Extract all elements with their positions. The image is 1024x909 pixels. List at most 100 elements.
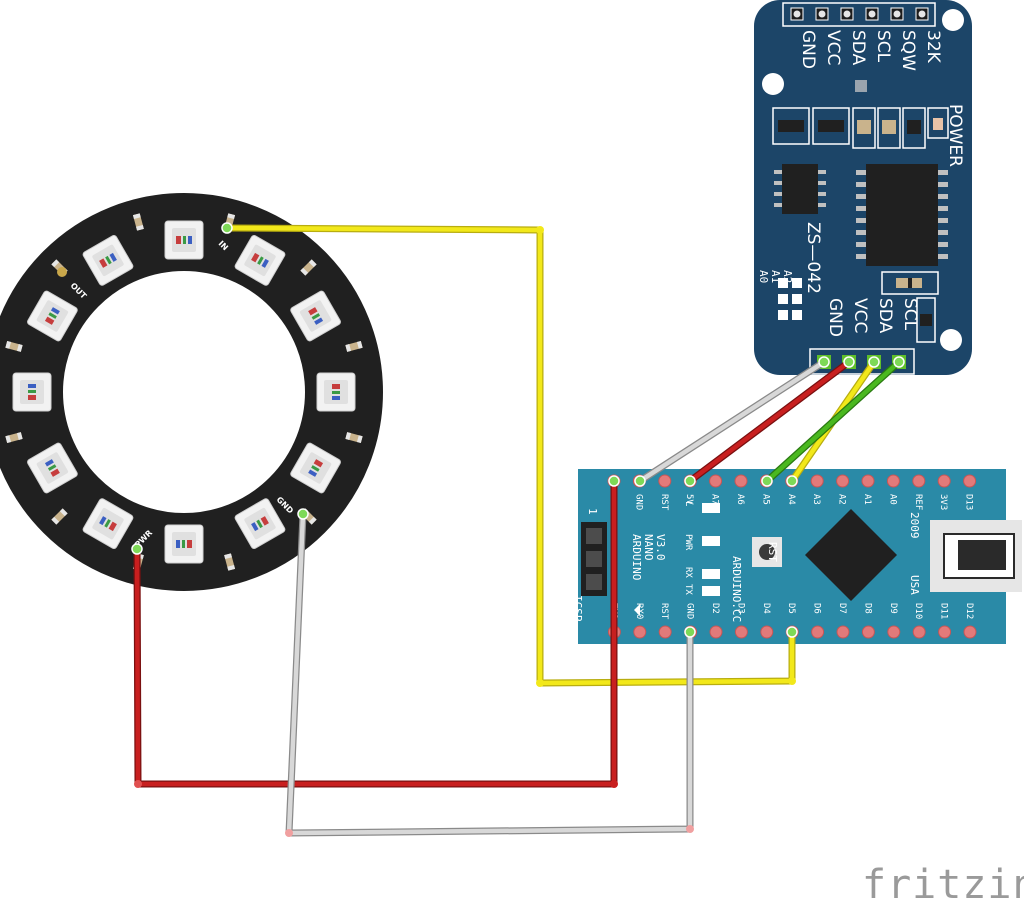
nano-led-label: RX bbox=[683, 567, 693, 578]
wire-endpoint[interactable] bbox=[297, 508, 309, 520]
nano-pin-label: D7 bbox=[837, 603, 847, 614]
wire-bendpoint[interactable] bbox=[536, 679, 544, 687]
nano-led-l bbox=[702, 503, 720, 513]
nano-pin-label: D12 bbox=[964, 603, 974, 619]
wire-endpoint[interactable] bbox=[684, 626, 696, 638]
nano-pin-d4[interactable] bbox=[760, 625, 774, 639]
nano-pin-d13[interactable] bbox=[963, 474, 977, 488]
nano-pin-label: D5 bbox=[786, 603, 796, 614]
nano-pin-d10[interactable] bbox=[912, 625, 926, 639]
nano-rst-label: RST bbox=[766, 542, 779, 562]
nano-pin-label: A2 bbox=[837, 494, 847, 505]
rtc-cap bbox=[916, 297, 936, 343]
wire-ring-pwr-to-vin[interactable] bbox=[134, 478, 617, 787]
rtc-bottom-pin-label: SDA bbox=[875, 298, 895, 334]
nano-pin-d8[interactable] bbox=[861, 625, 875, 639]
nano-pin-a7[interactable] bbox=[709, 474, 723, 488]
wire-endpoint[interactable] bbox=[893, 356, 905, 368]
wire-bendpoint[interactable] bbox=[134, 780, 142, 788]
wire-bendpoint[interactable] bbox=[285, 829, 293, 837]
wire-endpoint[interactable] bbox=[818, 356, 830, 368]
nano-pin-d3[interactable] bbox=[734, 625, 748, 639]
wire-rtc-gnd-to-gnd[interactable] bbox=[637, 359, 827, 484]
nano-pin-label: D6 bbox=[812, 603, 822, 614]
nano-pin-label: D4 bbox=[761, 603, 771, 614]
icsp-header bbox=[581, 522, 607, 596]
nano-pin-label: A4 bbox=[786, 494, 796, 505]
rtc-bottom-pin-label: GND bbox=[825, 298, 845, 337]
nano-pin-a1[interactable] bbox=[861, 474, 875, 488]
wire-endpoint[interactable] bbox=[608, 475, 620, 487]
wires bbox=[131, 222, 905, 837]
rtc-top-pin-label: SCL bbox=[873, 30, 893, 63]
nano-pin-a2[interactable] bbox=[836, 474, 850, 488]
nano-pin-d2[interactable] bbox=[709, 625, 723, 639]
nano-pin-label: D3 bbox=[735, 603, 745, 614]
nano-pin-rst[interactable] bbox=[658, 625, 672, 639]
nano-pin-a0[interactable] bbox=[886, 474, 900, 488]
wire-rtc-scl-to-a5[interactable] bbox=[764, 359, 902, 484]
wire-endpoint[interactable] bbox=[868, 356, 880, 368]
wire-ring-gnd-to-gnd[interactable] bbox=[286, 511, 693, 836]
rtc-bottom-pin-label: SCL bbox=[900, 298, 920, 331]
rtc-top-pin-label: VCC bbox=[823, 30, 843, 65]
ring-led-pixel bbox=[164, 524, 204, 564]
wire-endpoint[interactable] bbox=[786, 475, 798, 487]
nano-pin-d9[interactable] bbox=[887, 625, 901, 639]
wire-bendpoint[interactable] bbox=[788, 677, 796, 685]
nano-led-label: PWR bbox=[683, 534, 693, 551]
nano-pin-label: D8 bbox=[862, 603, 872, 614]
rtc-pad bbox=[855, 80, 867, 92]
nano-led-label: L bbox=[683, 501, 693, 506]
wire-rtc-vcc-to-5v[interactable] bbox=[687, 359, 852, 484]
nano-year: 2009 bbox=[908, 512, 921, 539]
ring-led-pixel bbox=[164, 220, 204, 260]
nano-pin-a3[interactable] bbox=[810, 474, 824, 488]
wire-endpoint[interactable] bbox=[761, 475, 773, 487]
ring-pcb bbox=[0, 193, 383, 591]
nano-pin-a6[interactable] bbox=[734, 474, 748, 488]
rtc-ds3231-chip bbox=[856, 164, 948, 266]
rtc-address-label: A2 bbox=[781, 270, 794, 283]
ring-led-pixel bbox=[316, 372, 356, 412]
nano-pin-label: REF bbox=[913, 494, 923, 510]
wire-endpoint[interactable] bbox=[786, 626, 798, 638]
ring-led-pixel bbox=[12, 372, 52, 412]
nano-website: ARDUINO.CC bbox=[730, 556, 743, 622]
wire-endpoint[interactable] bbox=[634, 475, 646, 487]
nano-pin-ref[interactable] bbox=[912, 474, 926, 488]
rtc-header-outline bbox=[782, 2, 936, 27]
wire-endpoint[interactable] bbox=[843, 356, 855, 368]
nano-pin-d11[interactable] bbox=[938, 625, 952, 639]
nano-pin-d12[interactable] bbox=[963, 625, 977, 639]
nano-pin-rst[interactable] bbox=[658, 474, 672, 488]
wire-endpoint[interactable] bbox=[131, 543, 143, 555]
atmega-chip bbox=[805, 509, 897, 601]
wire-endpoint[interactable] bbox=[221, 222, 233, 234]
rtc-bottom-pin-label: VCC bbox=[850, 298, 870, 333]
nano-pin-d7[interactable] bbox=[836, 625, 850, 639]
nano-pin-label: A3 bbox=[811, 494, 821, 505]
wire-bendpoint[interactable] bbox=[610, 780, 618, 788]
wire-endpoint[interactable] bbox=[684, 475, 696, 487]
nano-led-tx bbox=[702, 586, 720, 596]
nano-pin-label: 3V3 bbox=[938, 494, 948, 510]
nano-pin-label: A0 bbox=[887, 494, 897, 505]
nano-pin-d6[interactable] bbox=[811, 625, 825, 639]
ring-mount-hole bbox=[57, 267, 67, 277]
rtc-mount-hole bbox=[940, 329, 962, 351]
wire-bendpoint[interactable] bbox=[686, 825, 694, 833]
nano-pin-rx0[interactable] bbox=[633, 625, 647, 639]
nano-name-line: ARDUINO bbox=[630, 534, 643, 580]
rtc-top-pin-label: GND bbox=[798, 30, 818, 69]
nano-pin-3v3[interactable] bbox=[937, 474, 951, 488]
nano-pin-label: GND bbox=[685, 603, 695, 619]
rtc-mount-hole bbox=[762, 73, 784, 95]
nano-pin-label: D2 bbox=[710, 603, 720, 614]
nano-pin-label: A6 bbox=[735, 494, 745, 505]
wire-bendpoint[interactable] bbox=[536, 226, 544, 234]
